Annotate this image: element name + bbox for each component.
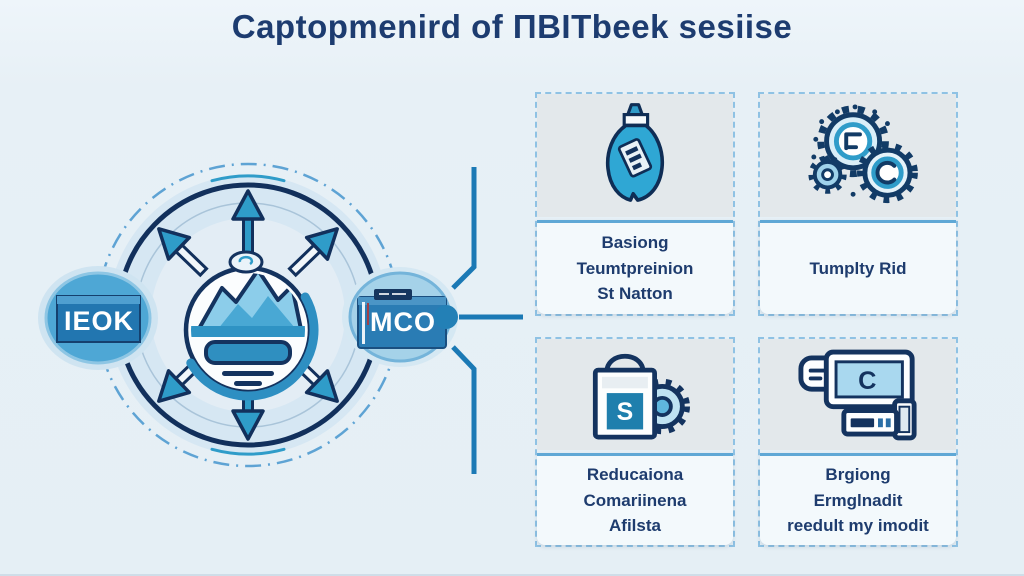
radiating-arrow-upleft — [121, 190, 209, 278]
pos-terminal-icon: C — [798, 349, 917, 440]
card-reducaiona-iconbox: S — [537, 339, 733, 450]
card-basiong-label: Basiong Teumtpreinion St Natton — [576, 233, 694, 304]
ieok-label: IEOK — [64, 306, 134, 336]
center-mountain-icon — [183, 250, 319, 401]
card-tumplty-iconbox — [760, 94, 956, 217]
doodle-circle — [228, 250, 264, 274]
card-basiong-caption: Basiong Teumtpreinion St Natton — [537, 220, 733, 314]
card-tumplty: Tumplty Rid — [758, 92, 958, 316]
shopping-bag-gear-icon: S — [592, 353, 690, 439]
radiating-arrow-upright — [287, 190, 375, 278]
card-basiong-iconbox — [537, 94, 733, 217]
card-brgiong-caption: Brgiong Ermglnadit reedult my imodit — [760, 453, 956, 545]
card-brgiong: C Brgiong Ermglnadit reedult my imodit — [758, 337, 958, 547]
connector-lines — [434, 167, 523, 474]
card-tumplty-caption: Tumplty Rid — [760, 220, 956, 314]
card-reducaiona-label: Reducaiona Comariinena Afilsta — [583, 465, 687, 536]
mco-label: MCO — [370, 307, 436, 337]
page-title: Captopmenird of ПBITbeek sesiise — [231, 8, 793, 45]
mco-badge: MCO — [342, 267, 458, 367]
mountains — [191, 273, 305, 337]
gears-icon — [808, 103, 918, 203]
center-bar — [204, 340, 292, 365]
card-tumplty-label: Tumplty Rid — [809, 258, 907, 278]
ieok-badge: IEOK — [38, 266, 158, 370]
card-reducaiona: S Reducaiona Comariinena Afilsta — [535, 337, 735, 547]
card-brgiong-label: Brgiong Ermglnadit reedult my imodit — [787, 465, 929, 536]
connector-dot — [434, 305, 458, 329]
bag-letter: S — [617, 397, 634, 425]
bottle-icon — [605, 102, 665, 202]
screen-letter: C — [858, 367, 876, 395]
card-brgiong-iconbox: C — [760, 339, 956, 450]
radiating-arrows — [121, 174, 375, 456]
card-basiong: Basiong Teumtpreinion St Natton — [535, 92, 735, 316]
card-reducaiona-caption: Reducaiona Comariinena Afilsta — [537, 453, 733, 545]
